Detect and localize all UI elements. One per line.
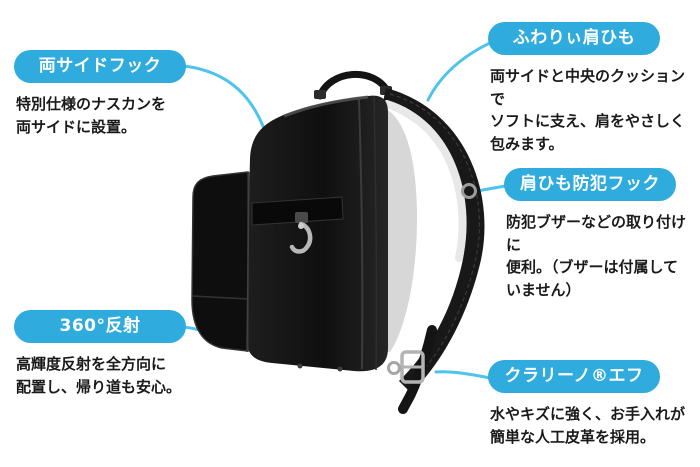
handle: [316, 70, 392, 100]
connector-lines: [182, 40, 508, 380]
rivet: [297, 363, 303, 369]
connector-fluffy-strap: [426, 40, 494, 102]
callout-reflective-360: 360°反射 高輝度反射を全方向に 配置し、帰り道も安心。: [14, 310, 186, 398]
callout-pill-security-hook: 肩ひも防犯フック: [504, 168, 676, 201]
shoulder-strap: [382, 88, 485, 393]
strap-stitching: [389, 93, 481, 387]
back-cushion: [384, 108, 417, 352]
nascan-knob: [298, 223, 304, 229]
callout-desc-security-hook: 防犯ブザーなどの取り付けに 便利。（ブザーは付属して いません）: [506, 213, 687, 299]
strap-cushion-pad: [383, 100, 467, 262]
callout-clarino-ef: クラリーノ®エフ 水やキズに強く、お手入れが 簡単な人工皮革を採用。: [488, 360, 687, 448]
callout-desc-fluffy-shoulder-strap: 両サイドと中央のクッションで ソフトに支え、肩をやさしく 包みます。: [490, 67, 686, 153]
strap-tail: [398, 325, 437, 414]
pocket-body-gap: [246, 171, 250, 353]
callout-pill-clarino-ef: クラリーノ®エフ: [488, 360, 660, 393]
front-pocket: [191, 171, 249, 352]
pocket-seam: [191, 295, 249, 300]
callout-security-hook: 肩ひも防犯フック 防犯ブザーなどの取り付けに 便利。（ブザーは付属して いません…: [504, 168, 700, 301]
handle-mount-left: [314, 90, 326, 99]
bottom-link-ring: [387, 361, 401, 375]
callout-pill-reflective-360: 360°反射: [14, 310, 186, 343]
rivet: [337, 366, 343, 372]
flap-edge-seam-2: [373, 96, 378, 371]
connector-side-hooks: [182, 64, 268, 136]
security-hook-d-ring: [461, 183, 477, 199]
callout-pill-side-hooks: 両サイドフック: [14, 50, 186, 83]
side-belt: [251, 196, 344, 226]
flap-edge-seam: [358, 98, 364, 370]
callout-side-hooks: 両サイドフック 特別仕様のナスカンを 両サイドに設置。: [14, 50, 186, 138]
nascan-side-hook: [289, 221, 313, 254]
nascan-mount: [295, 212, 308, 223]
callout-desc-reflective-360: 高輝度反射を全方向に 配置し、帰り道も安心。: [16, 355, 182, 396]
callout-desc-clarino-ef: 水やキズに強く、お手入れが 簡単な人工皮革を採用。: [490, 405, 686, 446]
connector-clarino: [434, 370, 492, 380]
callout-pill-fluffy-shoulder-strap: ふわりぃ肩ひも: [488, 22, 660, 55]
backpack-illustration: [191, 70, 485, 414]
callout-fluffy-shoulder-strap: ふわりぃ肩ひも 両サイドと中央のクッションで ソフトに支え、肩をやさしく 包みま…: [488, 22, 700, 155]
callout-desc-side-hooks: 特別仕様のナスカンを 両サイドに設置。: [16, 95, 167, 136]
top-sheen: [283, 95, 369, 118]
bag-body: [246, 95, 388, 372]
